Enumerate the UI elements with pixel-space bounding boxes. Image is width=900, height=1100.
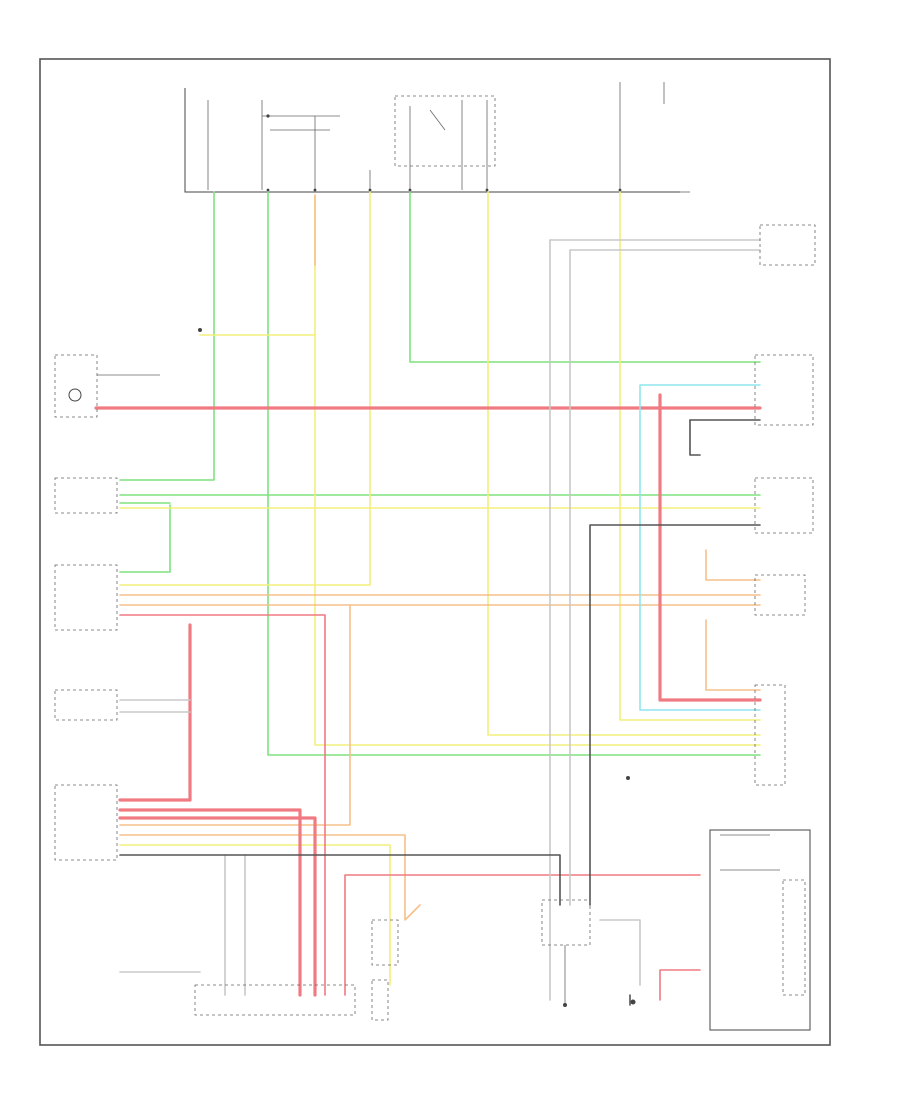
wire-group-dark bbox=[119, 419, 761, 1006]
left-stack-connector-2 bbox=[54, 564, 118, 631]
wire-group-gray bbox=[119, 239, 761, 1001]
right-unit-1 bbox=[759, 224, 816, 266]
wire-orange-6 bbox=[705, 549, 761, 581]
wire-red-5 bbox=[118, 816, 317, 997]
left-stack-connector-3 bbox=[54, 689, 118, 721]
left-stack-connector-4 bbox=[54, 784, 118, 861]
wire-green-2 bbox=[267, 191, 761, 756]
wire-gray-9 bbox=[599, 919, 641, 986]
bottom-right-module bbox=[709, 829, 811, 1031]
wire-yellow-7 bbox=[119, 844, 391, 986]
wire-group-yellow bbox=[119, 191, 761, 986]
wire-orange-5 bbox=[119, 834, 421, 921]
right-unit-3 bbox=[754, 477, 814, 534]
wire-yellow-2 bbox=[487, 191, 761, 736]
wire-yellow-1 bbox=[119, 191, 371, 586]
wire-green-5 bbox=[119, 504, 171, 573]
wire-dark-2 bbox=[589, 524, 761, 906]
wire-group-green bbox=[119, 191, 761, 756]
wire-red-2 bbox=[119, 614, 326, 996]
wire-group-cyan bbox=[639, 384, 761, 711]
ground-symbols bbox=[198, 328, 636, 1005]
right-unit-2 bbox=[754, 354, 814, 426]
wire-orange-7 bbox=[705, 619, 761, 691]
bottom-relay bbox=[541, 899, 591, 1007]
wire-red-8 bbox=[659, 969, 701, 1001]
right-unit-5 bbox=[754, 684, 786, 786]
bottom-center-switch bbox=[371, 919, 399, 1021]
diagram-frame bbox=[39, 58, 831, 1046]
wire-yellow-3 bbox=[619, 191, 761, 721]
wire-dark-1 bbox=[119, 854, 561, 906]
wire-red-7 bbox=[344, 874, 701, 996]
wire-orange-4 bbox=[119, 604, 351, 826]
wire-green-3 bbox=[409, 191, 761, 363]
wire-green-1 bbox=[119, 191, 215, 481]
wire-group-red bbox=[94, 393, 762, 1001]
wire-yellow-6 bbox=[314, 194, 761, 746]
left-stack-connector-1 bbox=[54, 477, 118, 514]
wire-red-6 bbox=[658, 393, 762, 702]
right-unit-4 bbox=[754, 574, 806, 616]
fuel-pump-block bbox=[54, 354, 160, 418]
wire-dark-3 bbox=[689, 419, 701, 456]
bottom-left-connector bbox=[194, 984, 356, 1016]
wire-red-3 bbox=[118, 623, 192, 802]
wire-red-4 bbox=[118, 808, 302, 997]
wire-cyan-1 bbox=[639, 384, 761, 711]
top-fuse-box bbox=[184, 82, 690, 193]
